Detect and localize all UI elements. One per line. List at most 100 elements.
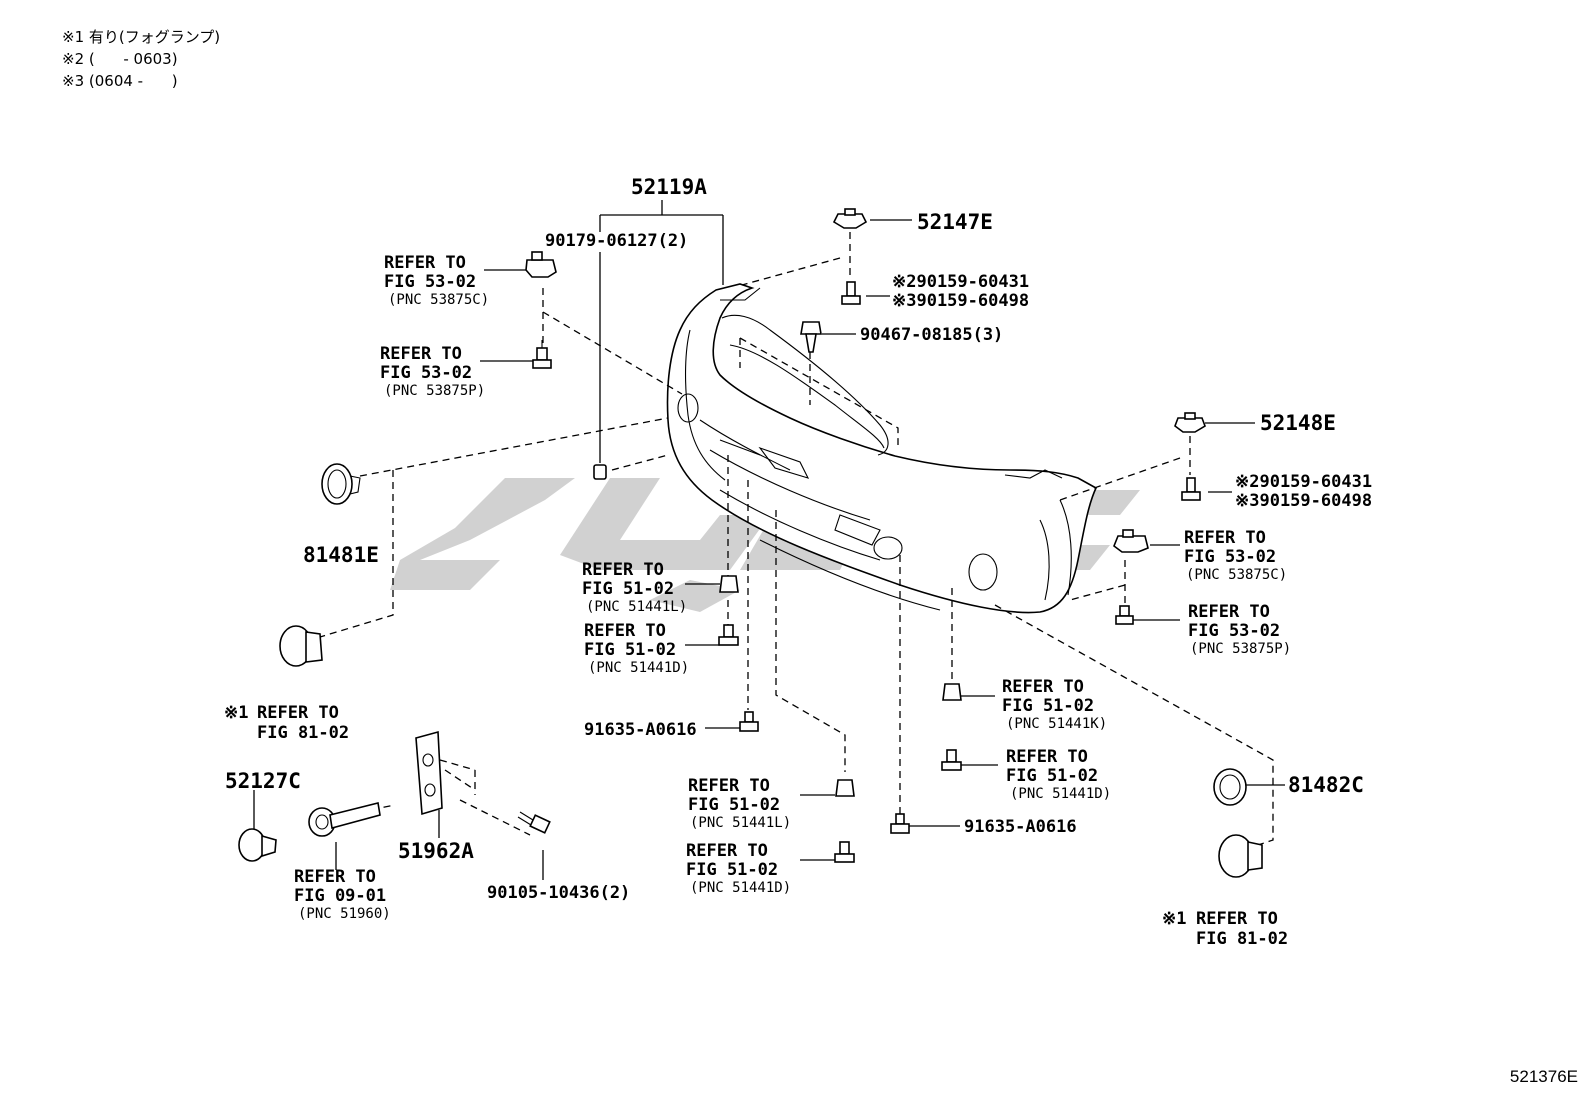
svg-text:REFER TO: REFER TO bbox=[1002, 677, 1084, 697]
label-51962A: 51962A bbox=[398, 839, 474, 863]
svg-text:FIG 51-02: FIG 51-02 bbox=[686, 860, 778, 880]
svg-text:(PNC 51441L): (PNC 51441L) bbox=[690, 815, 791, 831]
svg-text:FIG 51-02: FIG 51-02 bbox=[688, 795, 780, 815]
part-bolt-90105 bbox=[517, 811, 551, 834]
part-foglamp-left bbox=[279, 625, 323, 667]
svg-text:REFER TO: REFER TO bbox=[294, 867, 376, 887]
part-bolt-right bbox=[1115, 605, 1134, 625]
svg-text:REFER TO: REFER TO bbox=[1184, 528, 1266, 548]
part-bracket-51962A bbox=[415, 730, 443, 816]
ref-right-53875p: REFER TO FIG 53-02 (PNC 53875P) bbox=[1188, 602, 1291, 657]
part-bolt-right-d bbox=[941, 749, 962, 771]
ref-right-51441d: REFER TO FIG 51-02 (PNC 51441D) bbox=[1006, 747, 1111, 802]
label-52147E-bolt-1: ※290159-60431 bbox=[892, 272, 1029, 292]
svg-text:FIG 09-01: FIG 09-01 bbox=[294, 886, 386, 906]
part-clip-bot-l bbox=[835, 779, 855, 797]
ref-tow-hook-0901: REFER TO FIG 09-01 (PNC 51960) bbox=[294, 867, 391, 922]
label-90467: 90467-08185(3) bbox=[860, 325, 1003, 345]
svg-text:(PNC 51441K): (PNC 51441K) bbox=[1006, 716, 1107, 732]
ref-mid-51441l: REFER TO FIG 51-02 (PNC 51441L) bbox=[582, 560, 687, 615]
part-screw-91635-right bbox=[890, 813, 910, 834]
svg-text:REFER TO: REFER TO bbox=[257, 703, 339, 723]
label-52147E: 52147E bbox=[917, 210, 993, 234]
ref-top-left-53875c: REFER TO FIG 53-02 (PNC 53875C) bbox=[384, 253, 489, 308]
leader-lines bbox=[253, 200, 1285, 880]
svg-text:(PNC 51441D): (PNC 51441D) bbox=[690, 880, 791, 896]
part-cover-81482C bbox=[1213, 768, 1247, 806]
svg-text:FIG 53-02: FIG 53-02 bbox=[384, 272, 476, 292]
part-clip-right-k bbox=[942, 683, 962, 701]
label-52148E-bolt-1: ※290159-60431 bbox=[1235, 472, 1372, 492]
ref-fog-left: ※1 REFER TO FIG 81-02 bbox=[224, 703, 349, 743]
part-screw-91635-left bbox=[739, 711, 759, 732]
label-52148E-bolt-2: ※390159-60498 bbox=[1235, 491, 1372, 511]
part-foglamp-right bbox=[1218, 834, 1263, 878]
ref-right-51441k: REFER TO FIG 51-02 (PNC 51441K) bbox=[1002, 677, 1107, 732]
part-cap-52127C bbox=[238, 828, 277, 862]
svg-text:(PNC 51960): (PNC 51960) bbox=[298, 906, 391, 922]
label-90179: 90179-06127(2) bbox=[545, 231, 688, 251]
svg-text:FIG 51-02: FIG 51-02 bbox=[1002, 696, 1094, 716]
svg-text:FIG 53-02: FIG 53-02 bbox=[1188, 621, 1280, 641]
svg-text:REFER TO: REFER TO bbox=[380, 344, 462, 364]
svg-text:REFER TO: REFER TO bbox=[1196, 909, 1278, 929]
part-screw-52147E bbox=[841, 281, 861, 305]
part-tow-hook bbox=[308, 802, 381, 837]
svg-text:FIG 53-02: FIG 53-02 bbox=[380, 363, 472, 383]
svg-text:REFER TO: REFER TO bbox=[584, 621, 666, 641]
part-screw-52148E bbox=[1181, 477, 1201, 501]
footnotes: ※1 有り(フォグランプ) ※2 ( - 0603) ※3 (0604 - ) bbox=[62, 26, 220, 92]
svg-text:FIG 51-02: FIG 51-02 bbox=[584, 640, 676, 660]
label-52127C: 52127C bbox=[225, 769, 301, 793]
svg-text:FIG 51-02: FIG 51-02 bbox=[582, 579, 674, 599]
ref-bot-51441d: REFER TO FIG 51-02 (PNC 51441D) bbox=[686, 841, 791, 896]
part-cover-81481E bbox=[321, 463, 361, 505]
part-clip-90467 bbox=[800, 321, 822, 353]
part-bolt-bot-d bbox=[834, 841, 855, 863]
label-52147E-bolt-2: ※390159-60498 bbox=[892, 291, 1029, 311]
part-retainer-52147E bbox=[832, 208, 868, 229]
svg-text:※1: ※1 bbox=[224, 703, 248, 723]
footnote-3: ※3 (0604 - ) bbox=[62, 72, 178, 90]
part-bolt-mid-d bbox=[718, 624, 739, 646]
label-52119A: 52119A bbox=[631, 175, 707, 199]
ref-right-53875c: REFER TO FIG 53-02 (PNC 53875C) bbox=[1184, 528, 1287, 583]
svg-text:REFER TO: REFER TO bbox=[384, 253, 466, 273]
svg-text:(PNC 53875C): (PNC 53875C) bbox=[388, 292, 489, 308]
figure-id: 521376E bbox=[1509, 1067, 1578, 1086]
label-81481E: 81481E bbox=[303, 543, 379, 567]
footnote-1: ※1 有り(フォグランプ) bbox=[62, 28, 221, 46]
svg-text:FIG 81-02: FIG 81-02 bbox=[257, 723, 349, 743]
ref-top-left-53875p: REFER TO FIG 53-02 (PNC 53875P) bbox=[380, 344, 485, 399]
label-52148E: 52148E bbox=[1260, 411, 1336, 435]
svg-text:(PNC 51441D): (PNC 51441D) bbox=[1010, 786, 1111, 802]
part-labels: 52119A 90179-06127(2) 52147E ※290159-604… bbox=[225, 175, 1372, 903]
part-clip-top-left bbox=[525, 251, 557, 278]
ref-bot-51441l: REFER TO FIG 51-02 (PNC 51441L) bbox=[688, 776, 791, 831]
part-clip-right bbox=[1113, 529, 1149, 553]
svg-text:FIG 51-02: FIG 51-02 bbox=[1006, 766, 1098, 786]
svg-text:REFER TO: REFER TO bbox=[1006, 747, 1088, 767]
svg-text:FIG 81-02: FIG 81-02 bbox=[1196, 929, 1288, 949]
svg-text:(PNC 53875P): (PNC 53875P) bbox=[1190, 641, 1291, 657]
ref-mid-51441d: REFER TO FIG 51-02 (PNC 51441D) bbox=[584, 621, 689, 676]
svg-text:REFER TO: REFER TO bbox=[688, 776, 770, 796]
svg-text:REFER TO: REFER TO bbox=[1188, 602, 1270, 622]
svg-text:(PNC 51441D): (PNC 51441D) bbox=[588, 660, 689, 676]
label-91635-left: 91635-A0616 bbox=[584, 720, 697, 740]
part-clip-mid-l bbox=[719, 575, 739, 593]
label-91635-right: 91635-A0616 bbox=[964, 817, 1077, 837]
svg-text:(PNC 53875C): (PNC 53875C) bbox=[1186, 567, 1287, 583]
part-clip-90179 bbox=[593, 464, 607, 480]
label-81482C: 81482C bbox=[1288, 773, 1364, 797]
part-retainer-52148E bbox=[1174, 412, 1206, 433]
svg-text:※1: ※1 bbox=[1162, 909, 1186, 929]
reference-notes: REFER TO FIG 53-02 (PNC 53875C) REFER TO… bbox=[224, 253, 1291, 949]
part-bolt-top-left bbox=[532, 340, 552, 369]
footnote-2: ※2 ( - 0603) bbox=[62, 50, 178, 68]
label-90105: 90105-10436(2) bbox=[487, 883, 630, 903]
svg-text:(PNC 51441L): (PNC 51441L) bbox=[586, 599, 687, 615]
svg-text:REFER TO: REFER TO bbox=[686, 841, 768, 861]
svg-text:REFER TO: REFER TO bbox=[582, 560, 664, 580]
